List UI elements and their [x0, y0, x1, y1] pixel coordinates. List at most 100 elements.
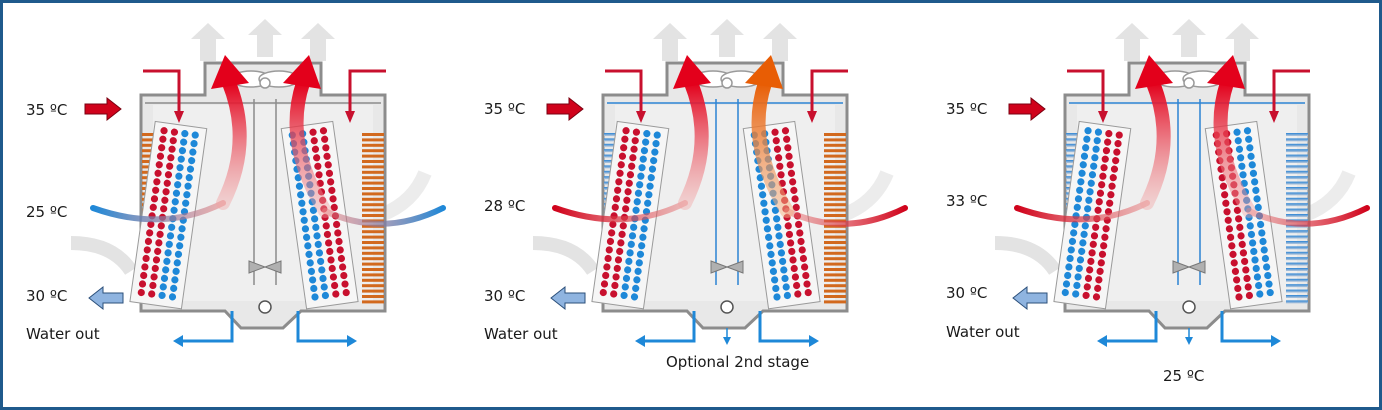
- panel-1: [70, 19, 446, 347]
- coil-tube: [1238, 240, 1246, 248]
- coil-tube: [172, 189, 181, 197]
- coil-tube: [786, 161, 794, 169]
- coil-tube: [1080, 152, 1089, 160]
- water-outlet-pipe: [1101, 311, 1158, 343]
- water-outlet-pipe: [296, 311, 353, 343]
- coil-tube: [1244, 283, 1252, 291]
- coil-tube: [761, 208, 769, 216]
- coil-tube: [779, 257, 787, 266]
- coil-tube: [310, 137, 318, 145]
- coil-tube: [152, 256, 161, 264]
- coil-tube: [633, 276, 641, 284]
- coil-tube: [321, 135, 329, 143]
- coil-tube: [642, 138, 650, 146]
- coil-tube: [306, 259, 314, 267]
- wet-pad-slat: [362, 197, 384, 201]
- panel2-water-out-label: Water out: [484, 325, 558, 343]
- coil-tube: [319, 274, 327, 283]
- coil-tube: [609, 220, 617, 228]
- coil-tube: [315, 171, 323, 179]
- wet-pad-slat: [1286, 208, 1308, 212]
- coil-tube: [163, 179, 171, 187]
- coil-tube: [1086, 188, 1094, 196]
- wet-pad-slat: [824, 203, 846, 207]
- wet-pad-slat: [1286, 251, 1308, 255]
- coil-tube: [789, 256, 797, 264]
- coil-tube: [313, 232, 321, 240]
- coil-tube: [781, 274, 789, 283]
- fan-hub: [721, 77, 733, 89]
- coil-tube: [599, 288, 607, 297]
- coil-tube: [1246, 222, 1254, 230]
- coil-tube: [1084, 205, 1092, 213]
- panel3-water-out-label: Water out: [946, 323, 1020, 341]
- coil-tube: [329, 195, 337, 203]
- wet-pad-slat: [362, 251, 384, 255]
- coil-tube: [762, 216, 770, 224]
- inlet-air-arrow: [378, 170, 432, 222]
- coil-tube: [297, 191, 305, 199]
- coil-tube: [1092, 145, 1100, 153]
- coil-tube: [1094, 284, 1102, 292]
- wet-pad-slat: [362, 284, 384, 288]
- coil-tube: [605, 246, 613, 254]
- coil-tube: [1106, 199, 1114, 207]
- coil-tube: [638, 164, 646, 172]
- wet-pad-slat: [824, 295, 846, 298]
- coil-tube: [769, 267, 778, 276]
- coil-tube: [612, 195, 621, 203]
- wet-pad-slat: [362, 262, 384, 266]
- coil-tube: [1090, 162, 1098, 170]
- second-stage-drain-arrowhead: [1185, 337, 1193, 345]
- coil-tube: [1253, 195, 1261, 203]
- coil-tube: [622, 127, 630, 135]
- wet-pad-slat: [362, 160, 384, 163]
- coil-tube: [765, 233, 773, 241]
- coil-tube: [162, 266, 170, 274]
- coil-tube: [322, 144, 330, 152]
- wet-pad-slat: [824, 246, 846, 250]
- warm-air-rise: [289, 76, 332, 218]
- coil-tube: [1233, 206, 1242, 214]
- exhaust-air-arrow: [1115, 23, 1149, 61]
- wet-pad-slat: [1286, 273, 1308, 277]
- coil-tube: [776, 240, 784, 248]
- coil-tube: [159, 135, 167, 143]
- coil-tube: [155, 161, 163, 169]
- wet-pad-slat: [824, 160, 846, 163]
- coil-tube: [162, 188, 170, 196]
- water-outlet-arrowhead: [173, 335, 183, 347]
- coil-tube: [1258, 229, 1266, 237]
- coil-tube: [1246, 144, 1254, 152]
- wet-pad-slat: [824, 214, 846, 217]
- coil-tube: [1072, 290, 1080, 298]
- coil-tube: [1096, 189, 1105, 197]
- panel3-water-out-temp: 30 ºC: [946, 284, 988, 302]
- coil-tube: [784, 144, 792, 152]
- coil-tube: [314, 240, 322, 248]
- coil-tube: [1107, 191, 1115, 199]
- coil-tube: [1221, 191, 1229, 199]
- coil-tube: [600, 280, 609, 288]
- coil-tube: [304, 242, 312, 250]
- exhaust-air-arrow: [191, 23, 225, 61]
- coil-tube: [164, 249, 172, 257]
- coil-tube: [309, 206, 318, 214]
- exhaust-air-arrow: [1172, 19, 1206, 57]
- wet-pad-slat: [824, 133, 846, 136]
- coil-tube: [152, 186, 160, 194]
- coil-tube: [326, 247, 334, 256]
- coil-tube: [323, 230, 332, 239]
- coil-tube: [295, 182, 304, 190]
- coil-tube: [652, 139, 660, 148]
- coil-tube: [1102, 225, 1110, 233]
- coil-tube: [166, 162, 174, 170]
- coil-tube: [168, 223, 176, 231]
- coil-tube: [1115, 131, 1123, 139]
- mid-air-stream: [1246, 205, 1370, 227]
- coil-tube: [143, 246, 151, 254]
- coil-tube: [777, 249, 786, 257]
- coil-tube: [1243, 274, 1251, 283]
- wet-pad-slat: [824, 192, 846, 196]
- coil-tube: [171, 276, 179, 284]
